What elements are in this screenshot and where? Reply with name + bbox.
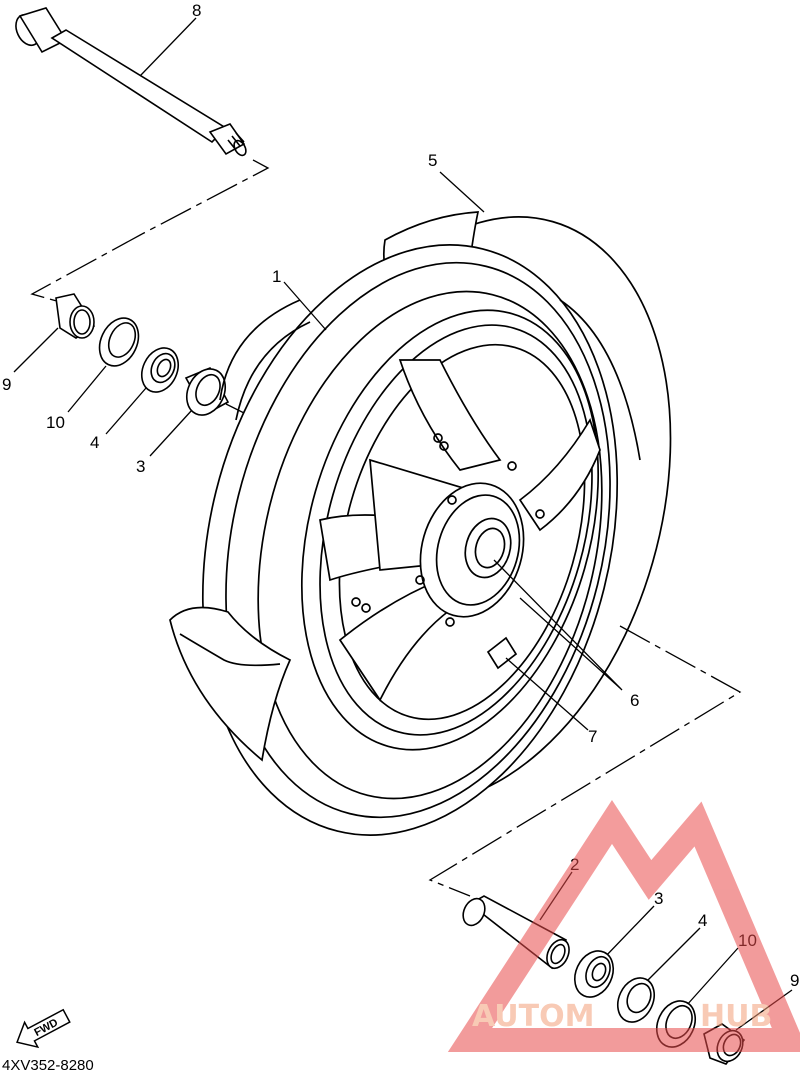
watermark-brand-right: HUB [700, 999, 772, 1034]
callout-7: 7 [588, 727, 597, 746]
bearing-part-4-left [140, 347, 180, 393]
callout-10-left: 10 [46, 413, 65, 432]
diagram-reference-code: 4XV352-8280 [2, 1057, 94, 1074]
callout-4-left: 4 [90, 433, 99, 452]
assembly-axis-line-bottom [428, 625, 742, 897]
bearing-part-3-left [184, 366, 230, 416]
callout-4-right: 4 [698, 911, 707, 930]
callout-9-right: 9 [790, 971, 799, 990]
callout-1: 1 [272, 267, 281, 286]
front-wheel-assembly [169, 211, 672, 836]
forward-direction-arrow: FWD [16, 1008, 71, 1049]
bearing-part-4-right [616, 977, 656, 1023]
bearing-part-3-right [573, 950, 615, 998]
leader-lines [13, 17, 793, 1031]
collar-part-9-left [55, 293, 96, 339]
callout-5: 5 [428, 151, 437, 170]
automotohub-watermark-logo: AUTOM HUB [447, 800, 800, 1052]
callout-3-right: 3 [654, 889, 663, 908]
oil-seal-part-10-left [98, 317, 140, 367]
front-axle [15, 7, 247, 157]
callout-3-left: 3 [136, 457, 145, 476]
fwd-label: FWD [32, 1017, 60, 1039]
watermark-brand-left: AUTOM [472, 999, 594, 1034]
callout-6: 6 [630, 691, 639, 710]
callout-8: 8 [192, 1, 201, 20]
callout-9-left: 9 [2, 375, 11, 394]
